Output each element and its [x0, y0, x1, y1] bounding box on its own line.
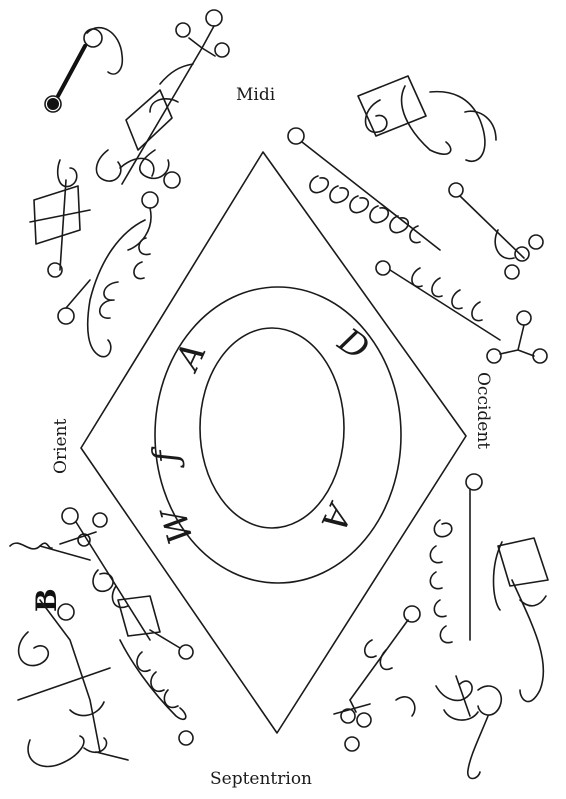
label-septentrion: Septentrion	[210, 769, 312, 789]
ring-letter-a-top-left: A	[167, 337, 215, 379]
ring-letter-w: W	[153, 501, 201, 548]
label-occident: Occident	[473, 372, 493, 449]
sigil-top-left	[30, 10, 229, 357]
ring-letter-d: D	[330, 320, 376, 369]
central-seal: A D A ƒ W	[81, 152, 466, 733]
label-midi: Midi	[236, 85, 276, 105]
sigil-bottom-right	[334, 474, 548, 779]
ring-letter-script-f: ƒ	[146, 443, 188, 471]
diamond	[81, 152, 466, 733]
sigil-top-right	[288, 76, 547, 363]
label-orient: Orient	[51, 418, 71, 474]
inner-ring	[200, 328, 344, 528]
